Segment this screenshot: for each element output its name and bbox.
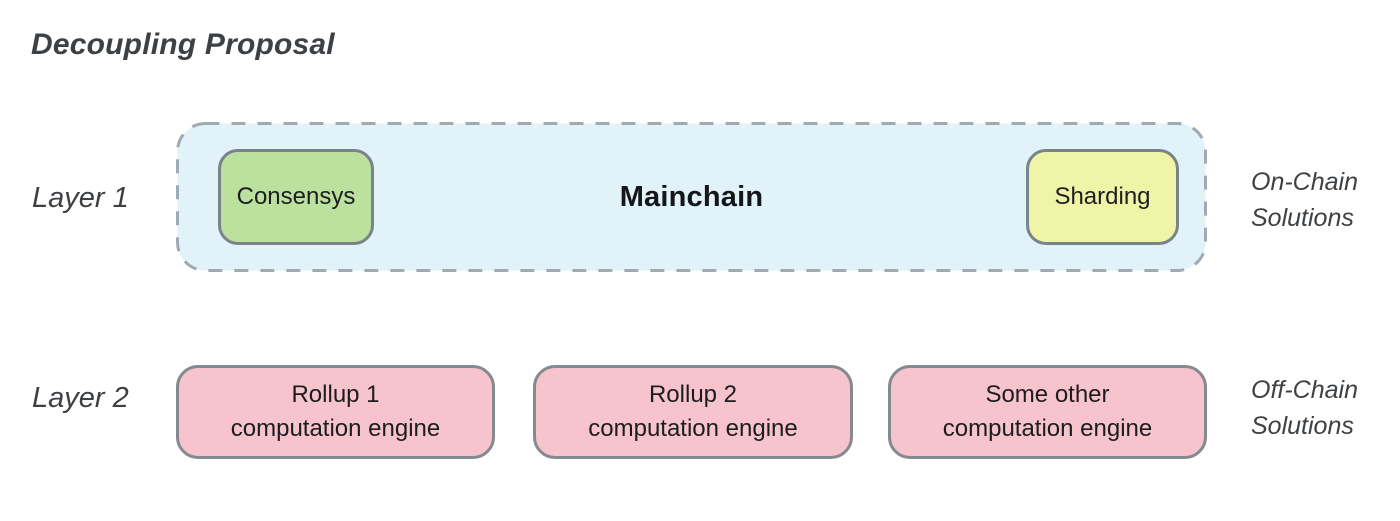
mainchain-container: Mainchain Consensys Sharding: [176, 122, 1207, 272]
dashed-border: [176, 122, 1207, 272]
consensys-node: Consensys: [218, 149, 374, 245]
rollup1-node: Rollup 1 computation engine: [176, 365, 495, 459]
sharding-label: Sharding: [1054, 183, 1151, 210]
offchain-label-line1: Off-Chain: [1251, 376, 1358, 404]
sharding-node: Sharding: [1026, 149, 1179, 245]
offchain-label-line2: Solutions: [1251, 412, 1354, 440]
onchain-label-line2: Solutions: [1251, 204, 1354, 232]
rollup1-label-line2: computation engine: [230, 415, 441, 442]
other-engine-label-line1: Some other: [985, 381, 1110, 408]
mainchain-label: Mainchain: [619, 180, 764, 213]
rollup2-label-line2: computation engine: [588, 415, 798, 442]
onchain-solutions-label: On-Chain Solutions: [1251, 164, 1358, 236]
layer2-label: Layer 2: [32, 382, 129, 414]
offchain-solutions-label: Off-Chain Solutions: [1251, 372, 1358, 444]
layer1-label: Layer 1: [32, 182, 129, 214]
other-engine-label-line2: computation engine: [942, 415, 1153, 442]
consensys-label: Consensys: [236, 183, 356, 210]
rollup2-label-line1: Rollup 2: [648, 381, 738, 408]
onchain-label-line1: On-Chain: [1251, 168, 1358, 196]
rollup1-label-line1: Rollup 1: [291, 381, 380, 408]
other-engine-node: Some other computation engine: [888, 365, 1207, 459]
rollup2-node: Rollup 2 computation engine: [533, 365, 853, 459]
diagram-title: Decoupling Proposal: [31, 28, 335, 61]
